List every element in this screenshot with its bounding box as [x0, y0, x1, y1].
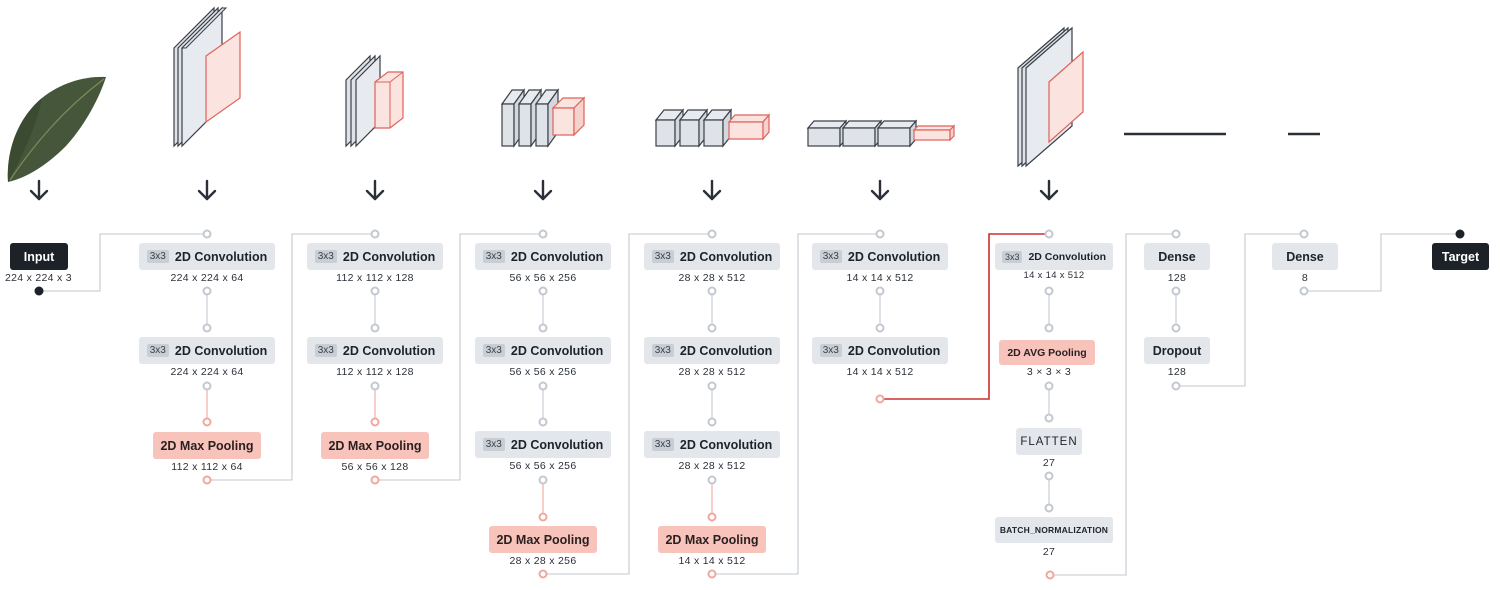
down-arrow-icon	[702, 179, 722, 201]
conv-node[interactable]: 3x3 2D Convolution	[644, 337, 780, 364]
conv-node[interactable]: 3x3 2D Convolution	[812, 337, 948, 364]
dense-node[interactable]: Dense	[1144, 243, 1210, 270]
layer-dim: 14 x 14 x 512	[846, 366, 914, 378]
kernel-badge: 3x3	[651, 344, 674, 357]
layer-name: 2D Convolution	[1028, 250, 1107, 263]
conv-node[interactable]: 3x3 2D Convolution	[644, 431, 780, 458]
dropout-node[interactable]: Dropout	[1144, 337, 1210, 364]
layer-dim: 56 x 56 x 128	[341, 461, 409, 473]
down-arrow-icon	[1039, 179, 1059, 201]
volume-block-4	[654, 108, 771, 148]
conv-node[interactable]: 3x3 2D Convolution	[475, 337, 611, 364]
kernel-badge: 3x3	[314, 250, 337, 263]
conv-node[interactable]: 3x3 2D Convolution	[995, 243, 1113, 270]
input-port[interactable]	[34, 286, 44, 296]
down-arrow-icon	[29, 179, 49, 201]
down-arrow-icon	[365, 179, 385, 201]
volume-block-3	[500, 88, 586, 148]
layer-dim: 28 x 28 x 256	[509, 555, 577, 567]
kernel-badge: 3x3	[146, 344, 169, 357]
conv-node[interactable]: 3x3 2D Convolution	[475, 431, 611, 458]
conv-node[interactable]: 3x3 2D Convolution	[139, 243, 275, 270]
max-pool-node[interactable]: 2D Max Pooling	[321, 432, 429, 459]
input-shape: 224 x 224 x 3	[5, 272, 72, 284]
layer-name: 2D Convolution	[847, 249, 941, 264]
layer-dim: 56 x 56 x 256	[509, 272, 577, 284]
kernel-badge: 3x3	[819, 344, 842, 357]
layer-dim: 128	[1167, 366, 1187, 378]
down-arrow-icon	[533, 179, 553, 201]
layer-dim: 14 x 14 x 512	[678, 555, 746, 567]
kernel-badge: 3x3	[146, 250, 169, 263]
layer-dim: 112 x 112 x 128	[336, 366, 414, 378]
layer-dim: 56 x 56 x 256	[509, 460, 577, 472]
layer-dim: 112 x 112 x 128	[336, 272, 414, 284]
layer-dim: 27	[1042, 546, 1056, 558]
conv-node[interactable]: 3x3 2D Convolution	[139, 337, 275, 364]
conv-node[interactable]: 3x3 2D Convolution	[307, 337, 443, 364]
layer-dim: 8	[1301, 272, 1309, 284]
layer-name: 2D Convolution	[679, 343, 773, 358]
conv-node[interactable]: 3x3 2D Convolution	[812, 243, 948, 270]
layer-name: 2D Convolution	[174, 249, 268, 264]
avg-pool-node[interactable]: 2D AVG Pooling	[999, 340, 1095, 365]
down-arrow-icon	[870, 179, 890, 201]
layer-dim: 112 x 112 x 64	[171, 461, 243, 473]
conv-node[interactable]: 3x3 2D Convolution	[475, 243, 611, 270]
layer-name: 2D Convolution	[342, 343, 436, 358]
kernel-badge: 3x3	[1001, 250, 1023, 263]
volume-block-2	[345, 54, 404, 148]
layer-name: 2D Convolution	[174, 343, 268, 358]
layer-dim: 14 x 14 x 512	[846, 272, 914, 284]
layer-name: 2D Convolution	[679, 437, 773, 452]
target-port[interactable]	[1455, 229, 1465, 239]
layer-dim: 3 × 3 × 3	[1026, 366, 1072, 378]
mango-leaf-image	[7, 76, 106, 182]
layer-dim: 28 x 28 x 512	[678, 366, 746, 378]
conv-node[interactable]: 3x3 2D Convolution	[307, 243, 443, 270]
layer-name: 2D Convolution	[679, 249, 773, 264]
layer-dim: 224 x 224 x 64	[170, 366, 244, 378]
kernel-badge: 3x3	[314, 344, 337, 357]
target-node[interactable]: Target	[1432, 243, 1489, 270]
layer-name: 2D Convolution	[510, 437, 604, 452]
layer-dim: 224 x 224 x 64	[170, 272, 244, 284]
volume-block-1	[173, 6, 241, 148]
layer-dim: 27	[1042, 457, 1056, 469]
layer-dim: 28 x 28 x 512	[678, 460, 746, 472]
layer-name: 2D Convolution	[510, 249, 604, 264]
conv-node[interactable]: 3x3 2D Convolution	[644, 243, 780, 270]
layer-dim: 128	[1167, 272, 1187, 284]
kernel-badge: 3x3	[482, 344, 505, 357]
kernel-badge: 3x3	[651, 250, 674, 263]
kernel-badge: 3x3	[482, 250, 505, 263]
volume-block-5	[806, 119, 956, 148]
volume-block-6	[1017, 26, 1084, 168]
layer-name: 2D Convolution	[510, 343, 604, 358]
flatten-node[interactable]: FLATTEN	[1016, 428, 1082, 455]
input-node[interactable]: Input	[10, 243, 68, 270]
layer-dim: 28 x 28 x 512	[678, 272, 746, 284]
max-pool-node[interactable]: 2D Max Pooling	[153, 432, 261, 459]
down-arrow-icon	[197, 179, 217, 201]
max-pool-node[interactable]: 2D Max Pooling	[489, 526, 597, 553]
max-pool-node[interactable]: 2D Max Pooling	[658, 526, 766, 553]
batch-norm-node[interactable]: BATCH_NORMALIZATION	[995, 517, 1113, 543]
highlight-wire	[880, 233, 1049, 400]
kernel-badge: 3x3	[482, 438, 505, 451]
kernel-badge: 3x3	[651, 438, 674, 451]
layer-dim: 56 x 56 x 256	[509, 366, 577, 378]
layer-name: 2D Convolution	[342, 249, 436, 264]
dense-node[interactable]: Dense	[1272, 243, 1338, 270]
kernel-badge: 3x3	[819, 250, 842, 263]
layer-name: 2D Convolution	[847, 343, 941, 358]
layer-dim: 14 x 14 x 512	[1023, 270, 1085, 281]
